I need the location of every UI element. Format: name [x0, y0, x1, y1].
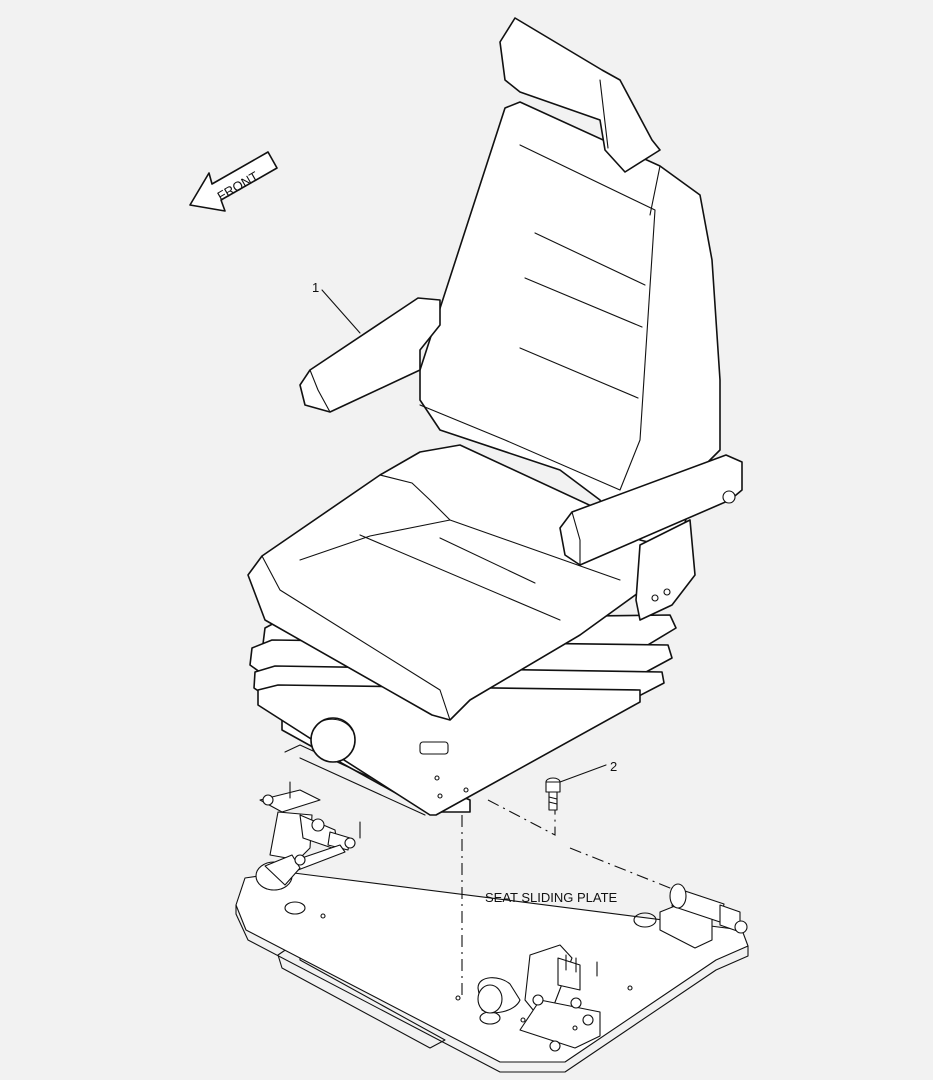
alignment-line [569, 847, 676, 891]
mounting-bolt [545, 777, 561, 811]
cushion-front-edge [261, 555, 451, 721]
front-lever-assembly [477, 944, 601, 1052]
rivet [320, 913, 326, 919]
rear-lever-assembly [659, 883, 748, 949]
right-armrest [559, 454, 743, 566]
rivet [520, 1017, 526, 1023]
leader-line [321, 289, 361, 334]
plate-edge [235, 904, 749, 1073]
plate-hole [284, 901, 306, 915]
rivet [627, 985, 633, 991]
headrest [499, 17, 661, 173]
front-direction-arrow: FRONT [189, 151, 278, 212]
left-armrest [299, 297, 441, 413]
armrest-knob [722, 490, 736, 504]
seat-side-frame [635, 519, 696, 621]
slide-rail [277, 939, 446, 1049]
weight-adjust-knob [310, 717, 356, 763]
seat-assembly [247, 17, 743, 816]
seat-sliding-plate [235, 781, 749, 1073]
leader-line [559, 764, 607, 783]
callout-1: 1 [312, 280, 361, 334]
callout-2: 2 [559, 759, 617, 783]
plate-hole [633, 912, 657, 928]
backrest-panel [419, 144, 656, 491]
plate-top [235, 871, 749, 1063]
callout-number: 2 [610, 759, 617, 774]
arrow-icon [189, 151, 278, 212]
height-tab [419, 741, 449, 755]
callout-number: 1 [312, 280, 319, 295]
rivet [455, 995, 461, 1001]
seat-sliding-plate-label: SEAT SLIDING PLATE [485, 890, 618, 905]
left-lever-assembly [255, 781, 361, 891]
alignment-line [487, 799, 556, 836]
cushion-seam [299, 519, 621, 581]
suspension-bellows [257, 684, 641, 816]
